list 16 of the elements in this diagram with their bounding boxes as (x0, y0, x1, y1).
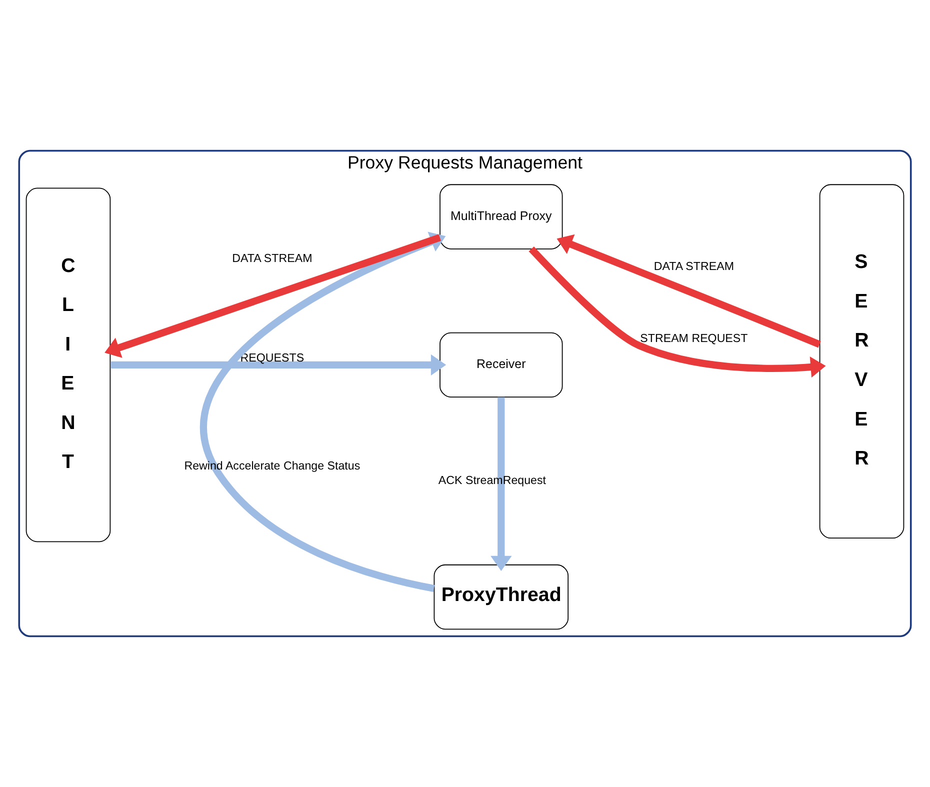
arrow (200, 232, 446, 592)
arrow (104, 234, 442, 358)
node-box: ProxyThread (434, 564, 569, 630)
node-box: Receiver (440, 332, 563, 398)
node-box: C L I E N T (26, 188, 111, 542)
node-box: S E R V E R (819, 184, 904, 539)
edge-label: DATA STREAM (232, 252, 312, 265)
arrow (490, 397, 512, 571)
node-box: MultiThread Proxy (440, 184, 563, 250)
edge-label: Rewind Accelerate Change Status (184, 460, 360, 473)
edge-label: DATA STREAM (654, 260, 734, 273)
arrow (528, 246, 826, 378)
edge-label: ACK StreamRequest (438, 474, 546, 488)
edge-label: STREAM REQUEST (640, 332, 748, 346)
arrow (110, 354, 446, 376)
edge-label: REQUESTS (240, 352, 304, 365)
